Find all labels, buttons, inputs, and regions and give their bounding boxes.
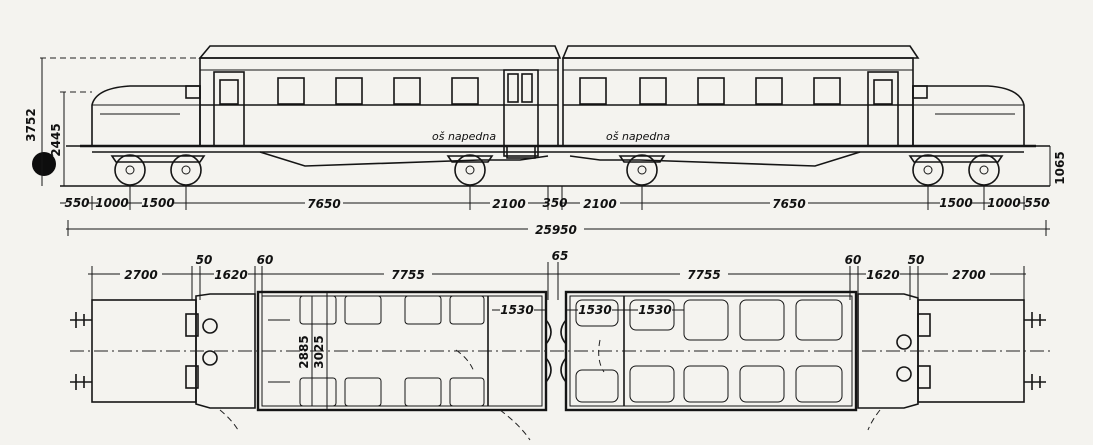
dim-60-left: 60 [257,253,274,267]
dim-550-right: 550 [1024,196,1049,210]
ink-blot [32,152,56,176]
dim-65: 65 [552,249,569,263]
cab-right [857,293,919,409]
dim-1530-a: 1530 [500,303,533,317]
engine-hood-left [91,85,201,147]
dim-50-left: 50 [196,253,213,267]
dim-1000-left: 1000 [95,196,128,210]
dim-2100-right: 2100 [583,197,616,211]
cab-left [195,293,256,409]
windows-right [579,77,841,105]
engine-hood-right [912,85,1025,147]
dim-1530-c: 1530 [638,303,671,317]
dim-7650-right: 7650 [772,197,805,211]
width-2885: 2885 [297,335,311,368]
axle-label-left: oš napedna [432,130,496,143]
plan-view: 2700 50 1620 60 7755 65 7755 60 1620 50 … [70,249,1050,441]
height-floor: 1065 [1053,151,1067,184]
dim-1620-right: 1620 [866,268,899,282]
side-view: oš napedna oš napedna 3752 2445 1065 550… [24,45,1067,237]
dim-550-left: 550 [64,196,89,210]
dim-2100-left: 2100 [492,197,525,211]
wheels [114,154,1000,186]
radiators [185,313,931,389]
dim-ticks-side [91,186,1025,210]
width-3025: 3025 [312,335,326,368]
seats-left [268,295,485,407]
center-door-left [503,69,539,157]
height-total: 3752 [24,108,38,141]
windows-left [277,77,479,105]
dim-2700-left: 2700 [124,268,157,282]
dim-50-right: 50 [908,253,925,267]
seats-right [575,299,843,403]
roof-right [561,45,920,59]
dim-1500-left: 1500 [141,196,174,210]
dim-7650-left: 7650 [307,197,340,211]
roof-left [198,45,562,59]
dim-60-right: 60 [845,253,862,267]
hand-wheels [202,318,912,382]
dim-1000-right: 1000 [987,196,1020,210]
dim-1500-right: 1500 [939,196,972,210]
overall-length: 25950 [535,223,577,237]
dim-1530-b: 1530 [578,303,611,317]
dim-7755-left: 7755 [391,268,424,282]
dim-2700-right: 2700 [952,268,985,282]
dim-7755-right: 7755 [687,268,720,282]
dim-350: 350 [542,196,567,210]
height-body: 2445 [49,123,63,156]
axle-label-right: oš napedna [606,130,670,143]
buffers [70,312,1046,390]
dim-1620-left: 1620 [214,268,247,282]
